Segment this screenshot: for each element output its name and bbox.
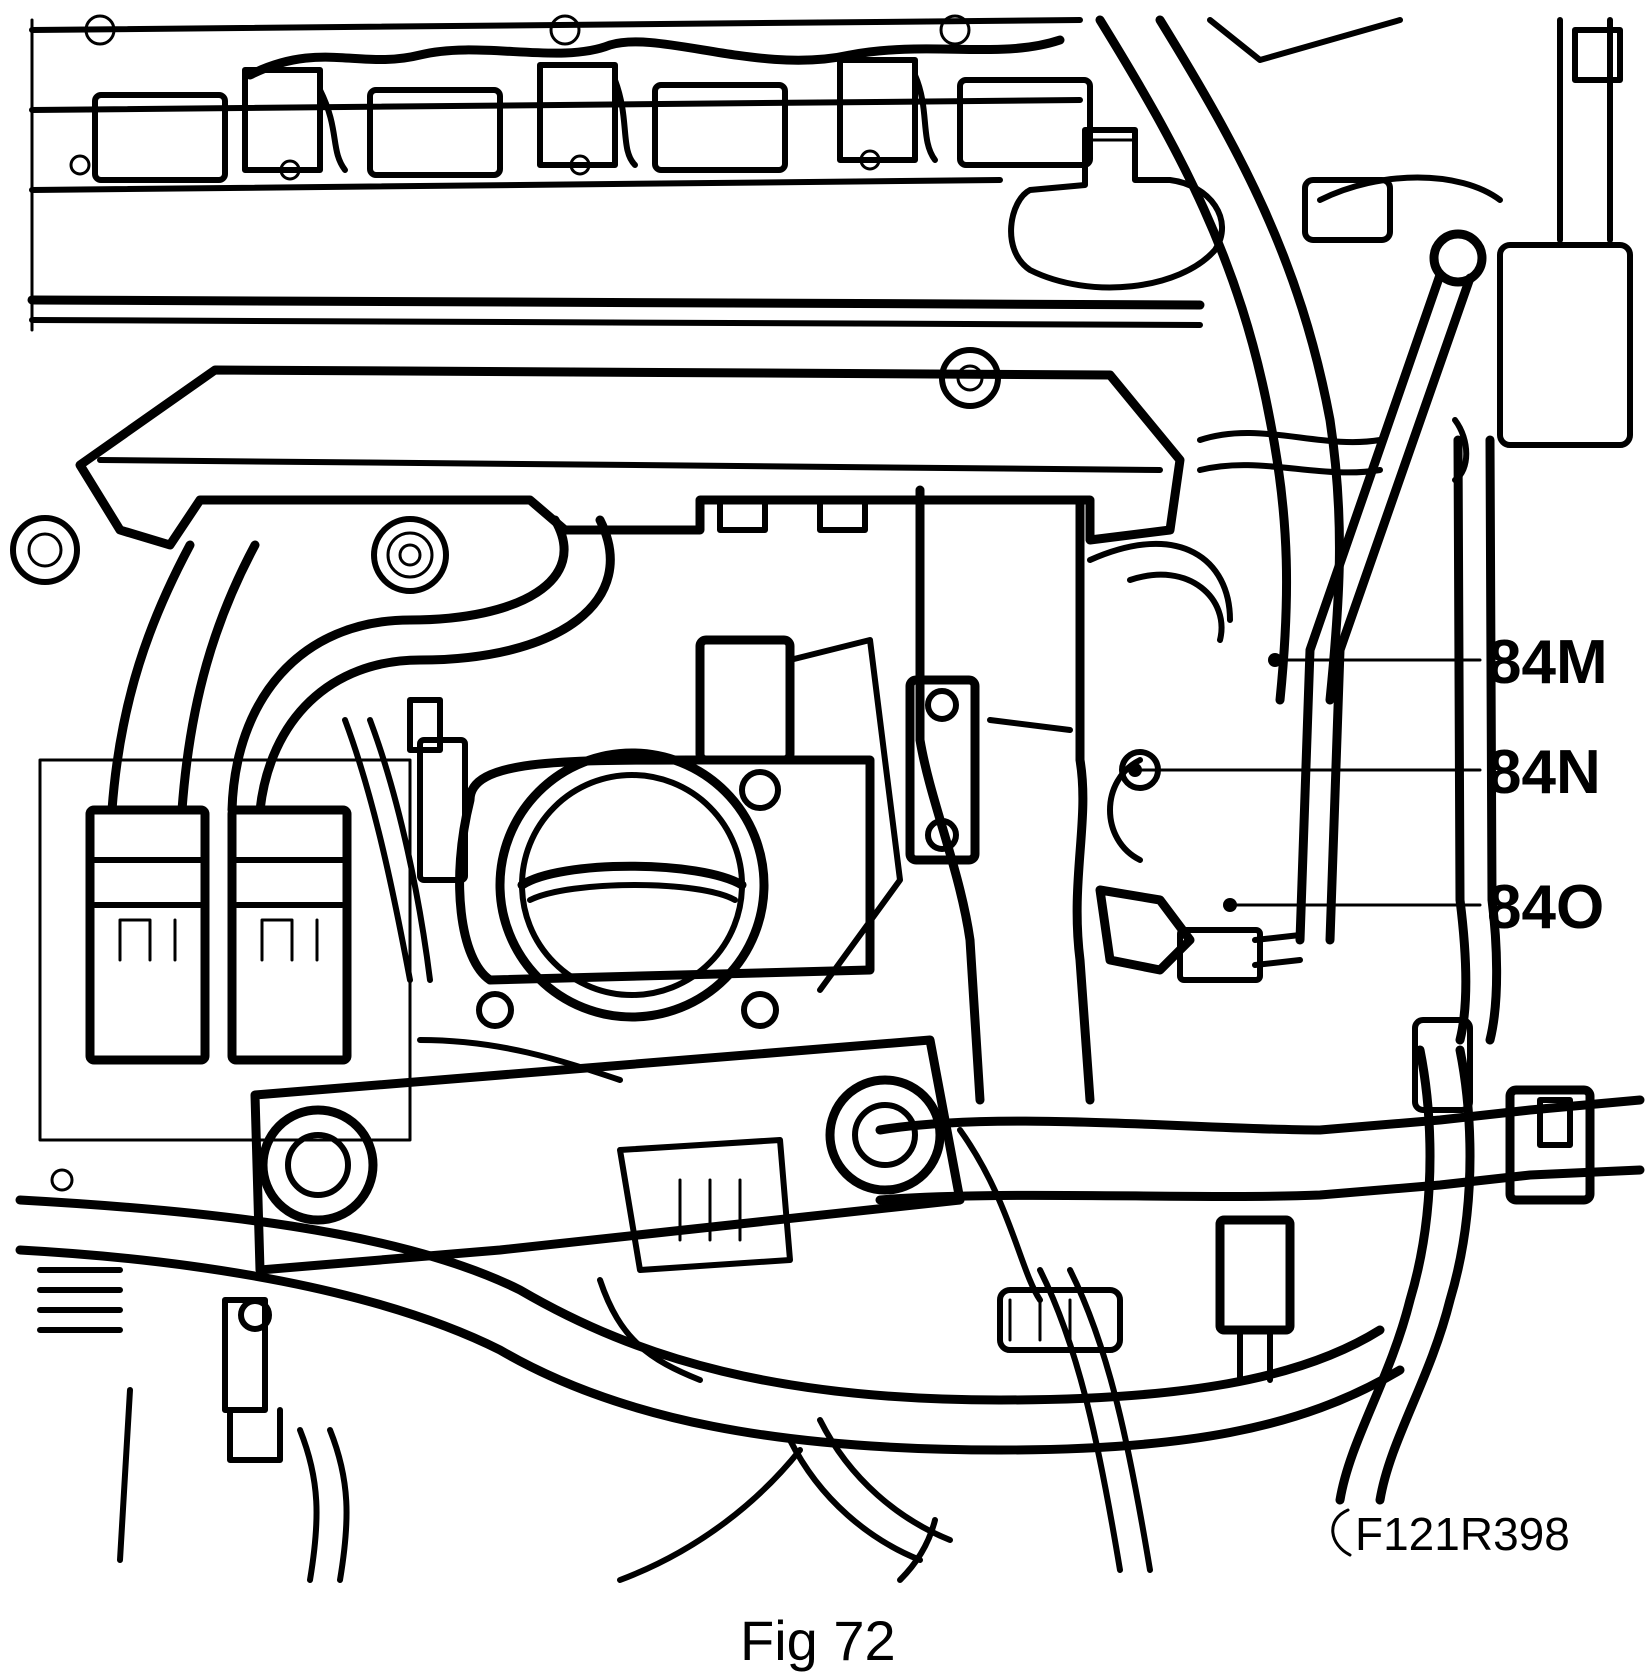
intake-manifold-cover [10, 347, 1185, 594]
leader-84o-dot [1223, 898, 1237, 912]
leader-84n-dot [1128, 763, 1142, 777]
temperature-sensor-connector [1087, 540, 1303, 983]
intake-sensor [342, 697, 468, 983]
figure-caption: Fig 72 [740, 1609, 896, 1672]
callout-leaders [1128, 653, 1482, 912]
callout-84m: 84M [1487, 628, 1608, 697]
ignition-coils-row [69, 14, 1093, 183]
reference-code-bracket [1331, 1508, 1352, 1557]
callout-84n: 84N [1487, 738, 1601, 807]
wiring-harness [15, 1017, 1645, 1573]
lower-center-components [597, 1277, 1123, 1583]
throttle-body [455, 635, 903, 1029]
callout-84o: 84O [1487, 873, 1604, 942]
dipstick [1295, 229, 1502, 1045]
oil-filler-cap [1008, 127, 1225, 291]
upper-right-hoses [1095, 15, 1633, 705]
leader-84m-dot [1268, 653, 1282, 667]
lower-bracket [250, 1035, 965, 1275]
left-electrical-connectors [38, 758, 412, 1142]
manifold-runner [905, 485, 1095, 1105]
camshaft-cover [27, 17, 1205, 332]
figure-reference-code: F121R398 [1355, 1508, 1570, 1560]
left-hoses [107, 515, 615, 815]
lower-left-components [37, 1168, 350, 1583]
